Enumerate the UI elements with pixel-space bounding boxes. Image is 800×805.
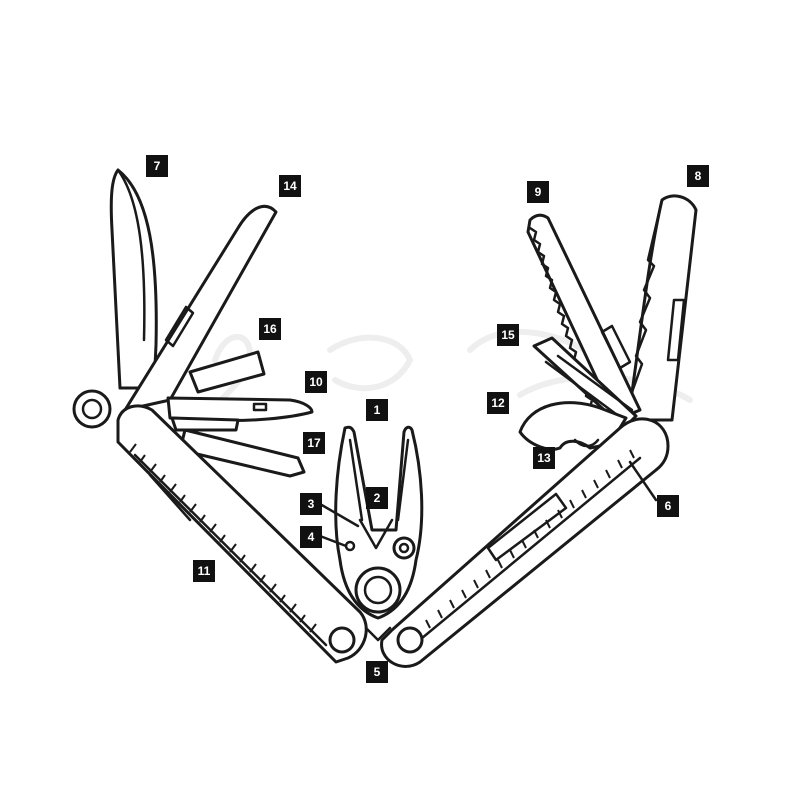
callout-7: 7 xyxy=(146,155,168,177)
callout-14: 14 xyxy=(279,175,301,197)
plier-pivot xyxy=(354,566,402,614)
callout-3: 3 xyxy=(300,493,322,515)
right-pivot xyxy=(396,626,424,654)
plier-jaws xyxy=(334,425,424,620)
callout-2: 2 xyxy=(366,487,388,509)
lanyard-ring xyxy=(72,389,112,429)
callout-10: 10 xyxy=(305,371,327,393)
serrated-blade xyxy=(626,194,698,422)
left-pivot xyxy=(328,626,356,654)
small-screwdriver xyxy=(188,350,266,394)
callout-12: 12 xyxy=(487,392,509,414)
left-handle xyxy=(116,404,368,664)
left-handle-ruler xyxy=(129,443,317,633)
callout-15: 15 xyxy=(497,324,519,346)
callout-4: 4 xyxy=(300,526,322,548)
callout-16: 16 xyxy=(259,318,281,340)
file-blade xyxy=(123,205,278,412)
callout-1: 1 xyxy=(366,399,388,421)
callout-11: 11 xyxy=(193,560,215,582)
bit-driver xyxy=(532,336,638,430)
wood-file xyxy=(170,416,240,432)
callout-13: 13 xyxy=(533,447,555,469)
callout-6: 6 xyxy=(657,495,679,517)
callout-17: 17 xyxy=(303,432,325,454)
right-handle xyxy=(380,417,670,668)
callout-8: 8 xyxy=(687,165,709,187)
callout-5: 5 xyxy=(366,661,388,683)
callout-9: 9 xyxy=(527,181,549,203)
leader-lines xyxy=(318,460,658,548)
right-handle-ruler xyxy=(425,449,635,629)
